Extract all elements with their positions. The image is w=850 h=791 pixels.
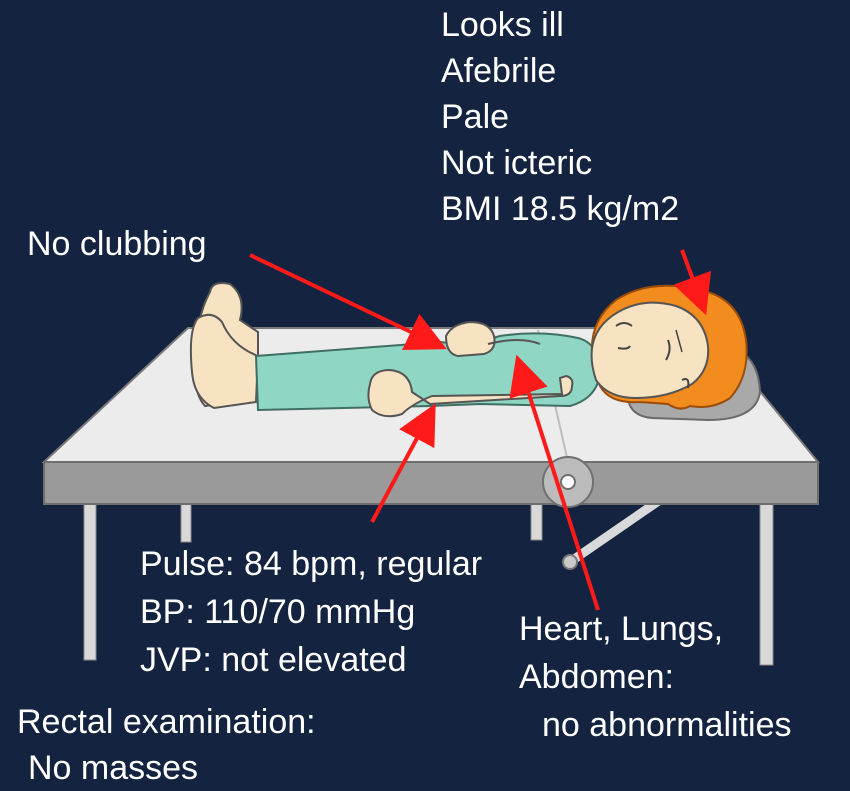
pulse-line: Pulse: 84 bpm, regular [140, 540, 482, 588]
cardio-line-2: Abdomen: [519, 653, 791, 701]
bp-line: BP: 110/70 mmHg [140, 588, 482, 636]
patient-feet [191, 283, 258, 408]
cardio-line-1: Heart, Lungs, [519, 605, 791, 653]
jvp-line: JVP: not elevated [140, 636, 482, 684]
patient-head [592, 286, 747, 409]
table-brace [563, 500, 660, 569]
finding-looks-ill: Looks ill [441, 2, 679, 48]
rectal-result: No masses [17, 745, 316, 791]
rectal-findings: Rectal examination: No masses [17, 699, 316, 791]
finding-bmi: BMI 18.5 kg/m2 [441, 186, 679, 232]
cardio-findings: Heart, Lungs, Abdomen: no abnormalities [519, 605, 791, 749]
clubbing-label: No clubbing [27, 221, 207, 267]
finding-afebrile: Afebrile [441, 48, 679, 94]
finding-pale: Pale [441, 94, 679, 140]
cardio-line-3: no abnormalities [519, 701, 791, 749]
general-findings: Looks ill Afebrile Pale Not icteric BMI … [441, 2, 679, 232]
rectal-heading: Rectal examination: [17, 699, 316, 745]
finding-not-icteric: Not icteric [441, 140, 679, 186]
vitals-findings: Pulse: 84 bpm, regular BP: 110/70 mmHg J… [140, 540, 482, 684]
